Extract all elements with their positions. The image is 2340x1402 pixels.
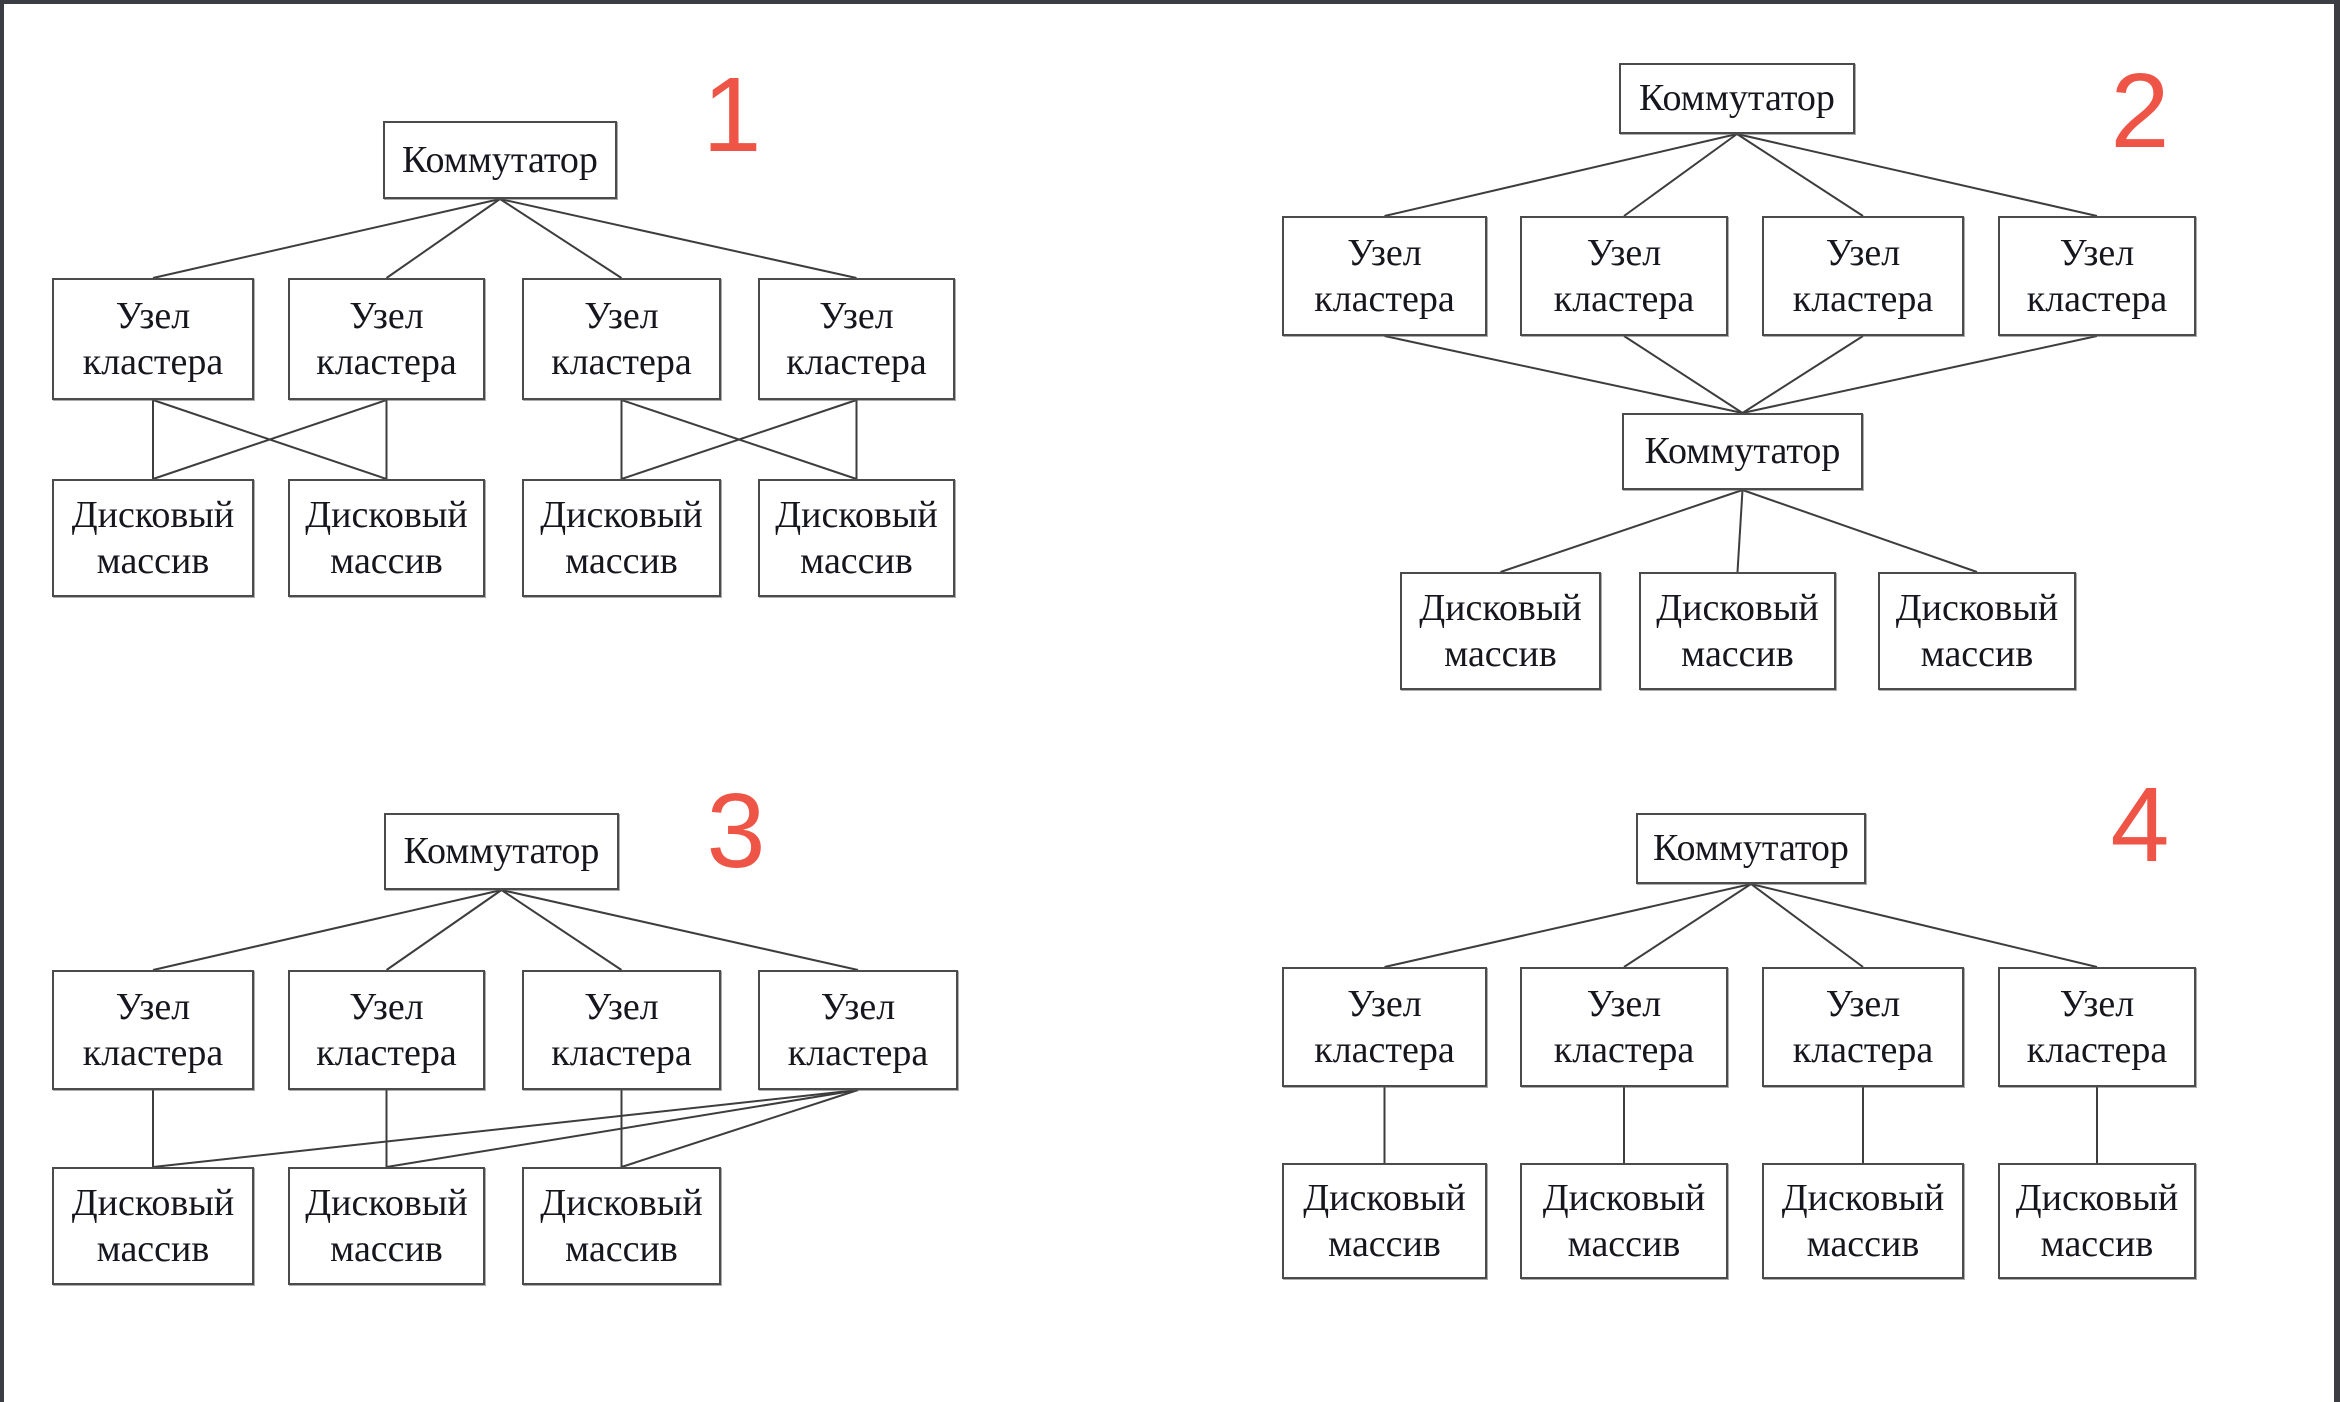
connector-line [152,1089,859,1168]
connector-line [621,1089,859,1168]
connector-line [385,198,501,279]
connector-line [1384,335,1743,414]
connector-line [385,889,503,971]
connector-line [501,889,859,971]
connector-line [1623,883,1752,968]
connector-line [1742,489,1978,573]
connector-line [152,198,501,279]
connector-line [386,1089,859,1168]
connector-line [1742,335,2098,414]
connector-line [1741,335,1864,414]
connector-line [1500,489,1743,573]
connector-line [500,889,623,971]
connector-line [1384,883,1752,968]
connector-line [499,198,623,279]
connector-line [621,399,857,480]
connector-line [1750,883,1864,968]
connector-line [1750,883,2098,968]
connector-line [1623,335,1744,414]
connector-line [1736,133,2098,217]
connector-line [152,889,502,971]
connector-line [1384,133,1738,217]
connector-line [1736,489,1744,573]
connector-line [152,399,387,480]
connector-line [1736,133,1864,217]
connector-line [1623,133,1738,217]
connector-line [499,198,857,279]
